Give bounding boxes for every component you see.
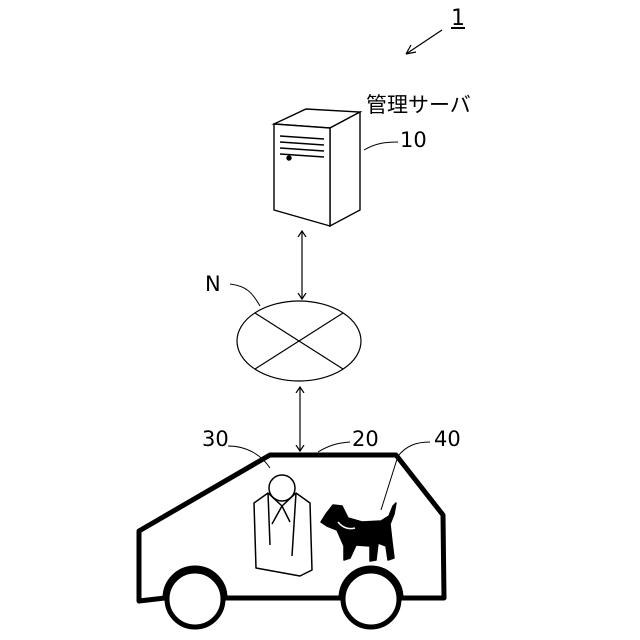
server-ref-label: 10 xyxy=(400,130,427,151)
vehicle-leader-line xyxy=(318,442,350,452)
vehicle-ref-label: 20 xyxy=(352,429,379,450)
server-name-label: 管理サーバ xyxy=(366,95,471,116)
server-leader-line xyxy=(364,142,398,150)
server-tower-icon xyxy=(274,109,360,226)
network-ellipse-icon xyxy=(237,301,361,381)
pet-ref-label: 40 xyxy=(434,429,461,450)
network-leader-line xyxy=(230,284,260,306)
system-ref-arrow xyxy=(406,30,442,54)
occupant-ref-label: 30 xyxy=(202,429,229,450)
network-ref-label: N xyxy=(205,274,221,295)
system-ref-label: 1 xyxy=(451,8,465,30)
